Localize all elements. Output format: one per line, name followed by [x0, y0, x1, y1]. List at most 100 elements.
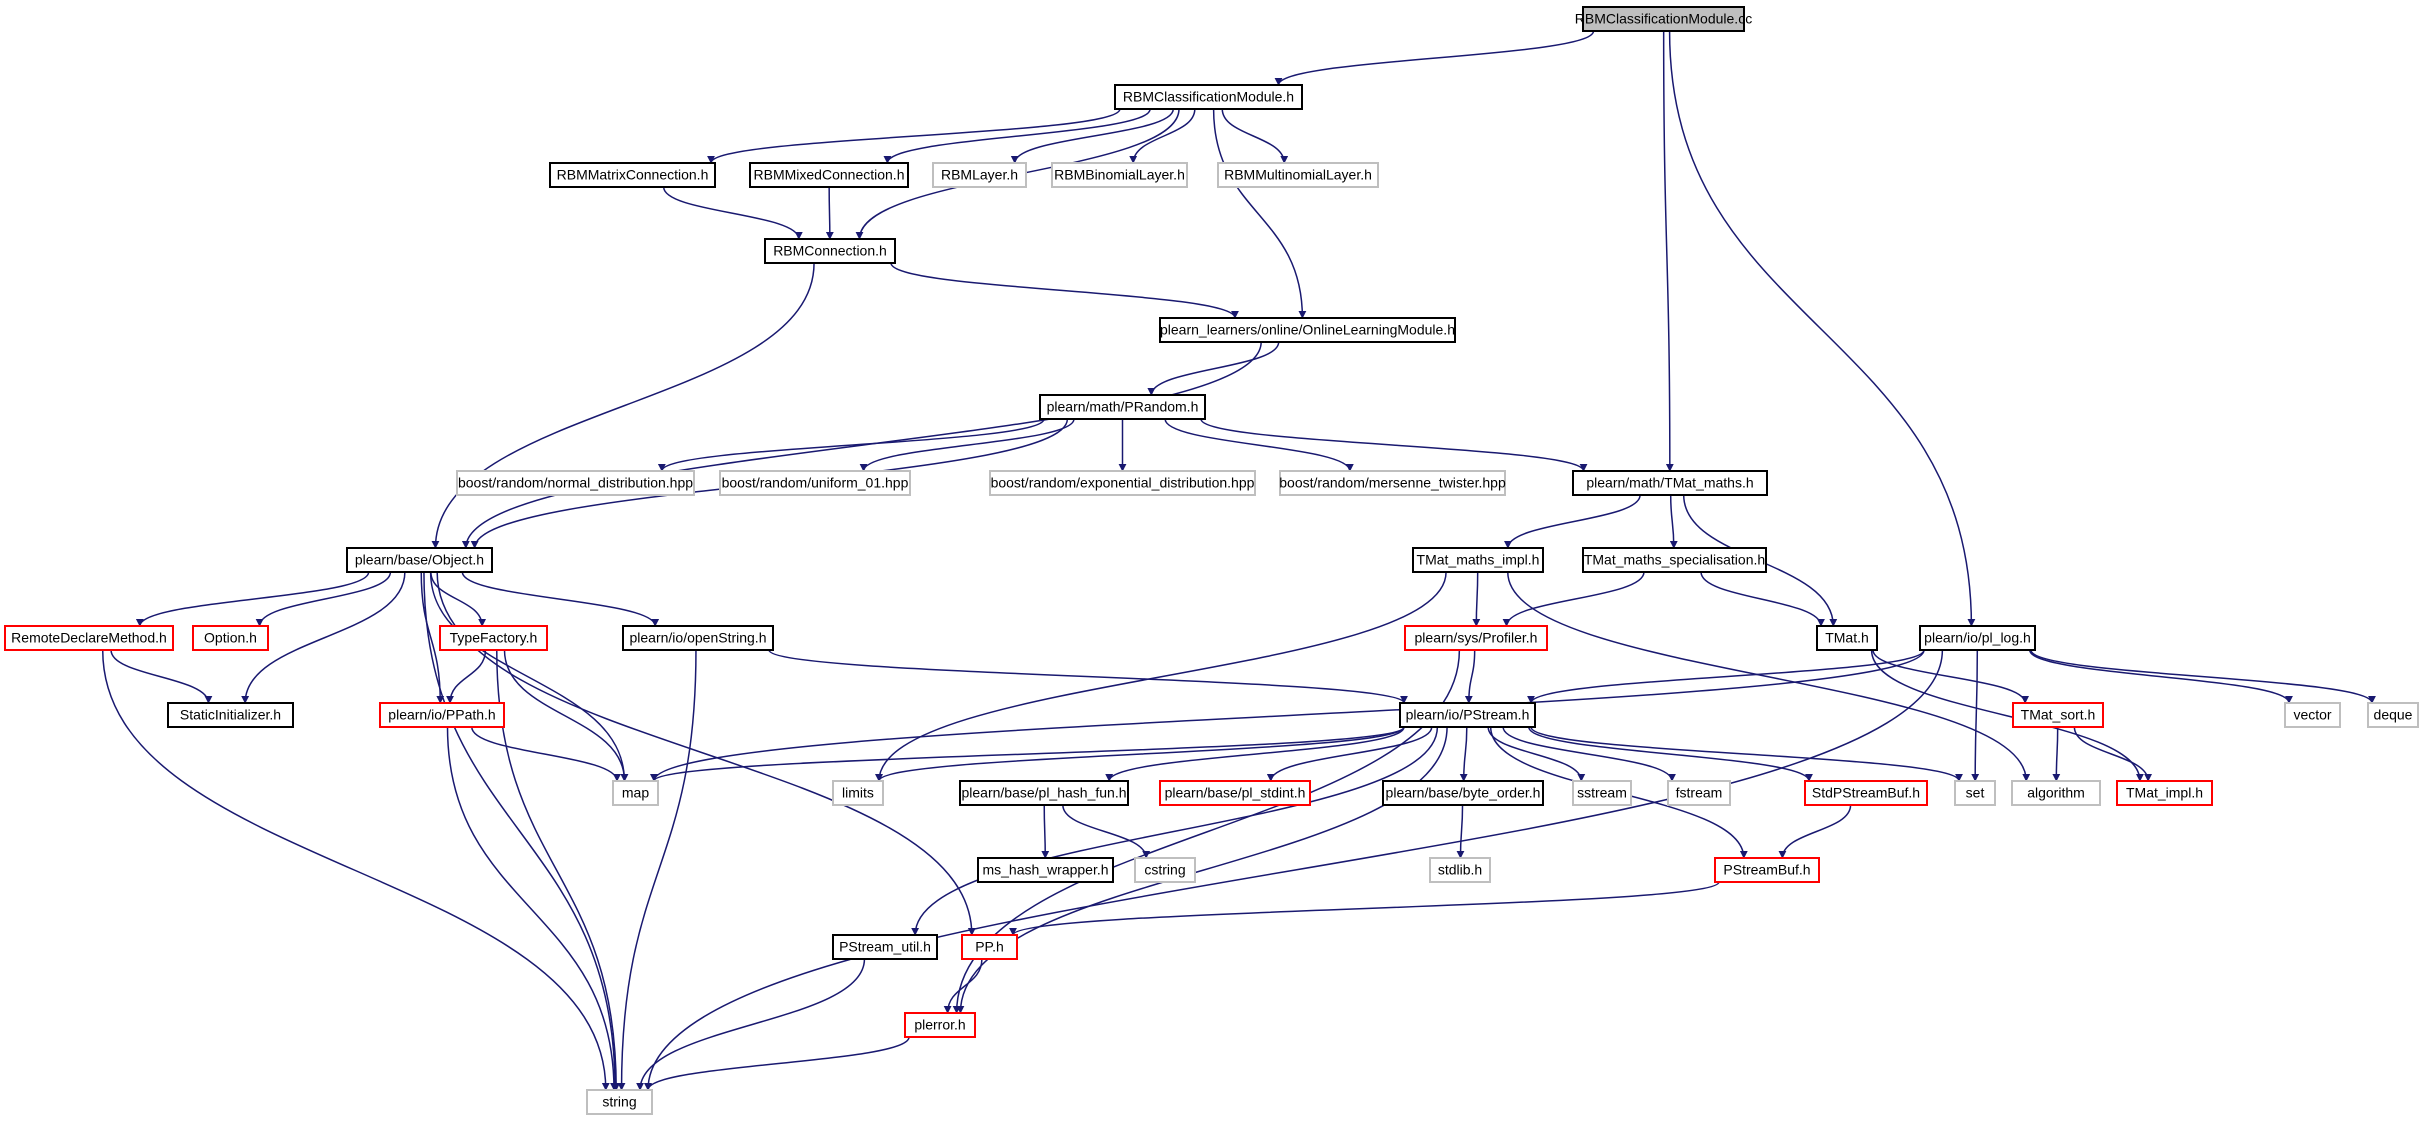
node-label: plearn/base/byte_order.h [1386, 785, 1541, 801]
edge-line [1662, 30, 1674, 472]
edge-line [135, 571, 370, 627]
node-rbmmixedconnection-h[interactable]: RBMMixedConnection.h [749, 162, 909, 188]
node-plerror-h[interactable]: plerror.h [904, 1012, 976, 1038]
node-plearn-base-object-h[interactable]: plearn/base/Object.h [346, 547, 493, 573]
node-label: StaticInitializer.h [180, 707, 281, 723]
node-label: TMat.h [1825, 630, 1869, 646]
node-deque: deque [2367, 702, 2419, 728]
node-label: limits [842, 785, 874, 801]
node-rbmconnection-h[interactable]: RBMConnection.h [764, 238, 896, 264]
node-box [1572, 780, 1632, 806]
node-boost-random-uniform-01-hpp: boost/random/uniform_01.hpp [719, 470, 911, 496]
edge-object-to-map [429, 571, 629, 782]
node-tmat-maths-impl-h[interactable]: TMat_maths_impl.h [1412, 547, 1544, 573]
node-box [346, 547, 493, 573]
node-label: PStreamBuf.h [1723, 862, 1810, 878]
node-tmat-impl-h[interactable]: TMat_impl.h [2116, 780, 2213, 806]
node-typefactory-h[interactable]: TypeFactory.h [439, 625, 548, 651]
edge-tmat-to-tmatimpl [1870, 649, 2144, 782]
node-stdlib-h: stdlib.h [1429, 857, 1491, 883]
edge-object-to-statinit [241, 571, 406, 704]
node-plearn-io-ppath-h[interactable]: plearn/io/PPath.h [379, 702, 505, 728]
node-boost-random-mersenne-twister-hpp: boost/random/mersenne_twister.hpp [1279, 470, 1506, 496]
node-rbmclassificationmodule-h[interactable]: RBMClassificationModule.h [1114, 84, 1303, 110]
node-stdpstreambuf-h[interactable]: StdPStreamBuf.h [1804, 780, 1928, 806]
node-rbmmatrixconnection-h[interactable]: RBMMatrixConnection.h [549, 162, 716, 188]
edge-pllog-to-deque [2030, 649, 2376, 704]
edge-pstream-to-sstream [1487, 726, 1586, 782]
node-box [167, 702, 294, 728]
edge-pllog-to-pstream [1527, 649, 1925, 704]
node-pstreambuf-h[interactable]: PStreamBuf.h [1714, 857, 1820, 883]
edge-line [1971, 649, 1980, 782]
edge-openstr-to-pstream [768, 649, 1408, 704]
edge-rbmcc-to-rbmh [1274, 30, 1595, 86]
node-plearn-base-pl-stdint-h[interactable]: plearn/base/pl_stdint.h [1159, 780, 1311, 806]
edge-typefac-to-string [496, 649, 621, 1091]
node-label: stdlib.h [1438, 862, 1482, 878]
edge-tmat-to-tmatsort [1872, 649, 2030, 704]
node-label: PStream_util.h [839, 939, 931, 955]
node-plearn-math-prandom-h[interactable]: plearn/math/PRandom.h [1039, 394, 1206, 420]
node-plearn-io-pstream-h[interactable]: plearn/io/PStream.h [1399, 702, 1536, 728]
node-plearn-learners-online-onlinelearningmodule-h[interactable]: plearn_learners/online/OnlineLearningMod… [1159, 317, 1456, 343]
edge-mixconn-to-conn [825, 186, 834, 240]
node-plearn-io-pl-log-h[interactable]: plearn/io/pl_log.h [1919, 625, 2036, 651]
node-plearn-base-pl-hash-fun-h[interactable]: plearn/base/pl_hash_fun.h [959, 780, 1129, 806]
node-box [832, 780, 884, 806]
edge-pstream-to-limits [875, 726, 1405, 782]
node-plearn-io-openstring-h[interactable]: plearn/io/openString.h [622, 625, 774, 651]
edge-openstr-to-string [617, 649, 697, 1091]
edge-typefac-to-map [503, 649, 629, 782]
edge-pstream-to-map [650, 726, 1405, 782]
node-box [719, 470, 911, 496]
node-label: TMat_maths_impl.h [1417, 552, 1540, 568]
node-label: PP.h [975, 939, 1004, 955]
node-box [622, 625, 774, 651]
node-label: set [1966, 785, 1985, 801]
node-fstream: fstream [1667, 780, 1731, 806]
node-algorithm: algorithm [2011, 780, 2101, 806]
node-label: sstream [1577, 785, 1627, 801]
node-box [586, 1089, 653, 1115]
edge-matconn-to-conn [662, 186, 803, 240]
node-plearn-math-tmat-maths-h[interactable]: plearn/math/TMat_maths.h [1572, 470, 1768, 496]
edge-line [952, 649, 1461, 1014]
edge-rdm-to-string [101, 649, 610, 1091]
node-tmat-maths-specialisation-h[interactable]: TMat_maths_specialisation.h [1582, 547, 1767, 573]
node-ms-hash-wrapper-h[interactable]: ms_hash_wrapper.h [977, 857, 1114, 883]
node-box [1404, 625, 1548, 651]
edge-line [430, 571, 487, 627]
edge-tmmspec-to-profiler [1502, 571, 1645, 627]
edge-line [496, 649, 621, 1091]
node-rbmmultinomiallayer-h: RBMMultinomialLayer.h [1217, 162, 1379, 188]
node-staticinitializer-h[interactable]: StaticInitializer.h [167, 702, 294, 728]
node-box [1714, 857, 1820, 883]
edge-line [644, 649, 1944, 1091]
node-box [2367, 702, 2419, 728]
edge-byteorder-to-stdlib [1456, 804, 1465, 859]
node-label: plearn/math/TMat_maths.h [1586, 475, 1753, 491]
edge-prandom-to-mersenne [1164, 418, 1354, 472]
edge-line [1456, 804, 1465, 859]
node-plearn-sys-profiler-h[interactable]: plearn/sys/Profiler.h [1404, 625, 1548, 651]
node-pstream-util-h[interactable]: PStream_util.h [832, 934, 938, 960]
edge-line [503, 649, 629, 782]
node-tmat-h[interactable]: TMat.h [1816, 625, 1878, 651]
edge-line [2028, 649, 2293, 704]
node-label: plearn/base/pl_hash_fun.h [961, 785, 1126, 801]
edge-line [1212, 108, 1307, 319]
edge-line [1464, 649, 1476, 704]
edge-pp-to-plerror [943, 958, 983, 1014]
edge-pllog-to-string [644, 649, 1944, 1091]
node-rbmclassificationmodule-cc[interactable]: RBMClassificationModule.cc [1575, 6, 1752, 32]
node-box [1279, 470, 1506, 496]
node-pp-h[interactable]: PP.h [961, 934, 1018, 960]
node-option-h[interactable]: Option.h [192, 625, 269, 651]
node-tmat-sort-h[interactable]: TMat_sort.h [2012, 702, 2104, 728]
edge-object-to-rdm [135, 571, 370, 627]
node-box [1582, 6, 1745, 32]
node-remotedeclaremethod-h[interactable]: RemoteDeclareMethod.h [4, 625, 174, 651]
node-limits: limits [832, 780, 884, 806]
node-plearn-base-byte-order-h[interactable]: plearn/base/byte_order.h [1382, 780, 1544, 806]
